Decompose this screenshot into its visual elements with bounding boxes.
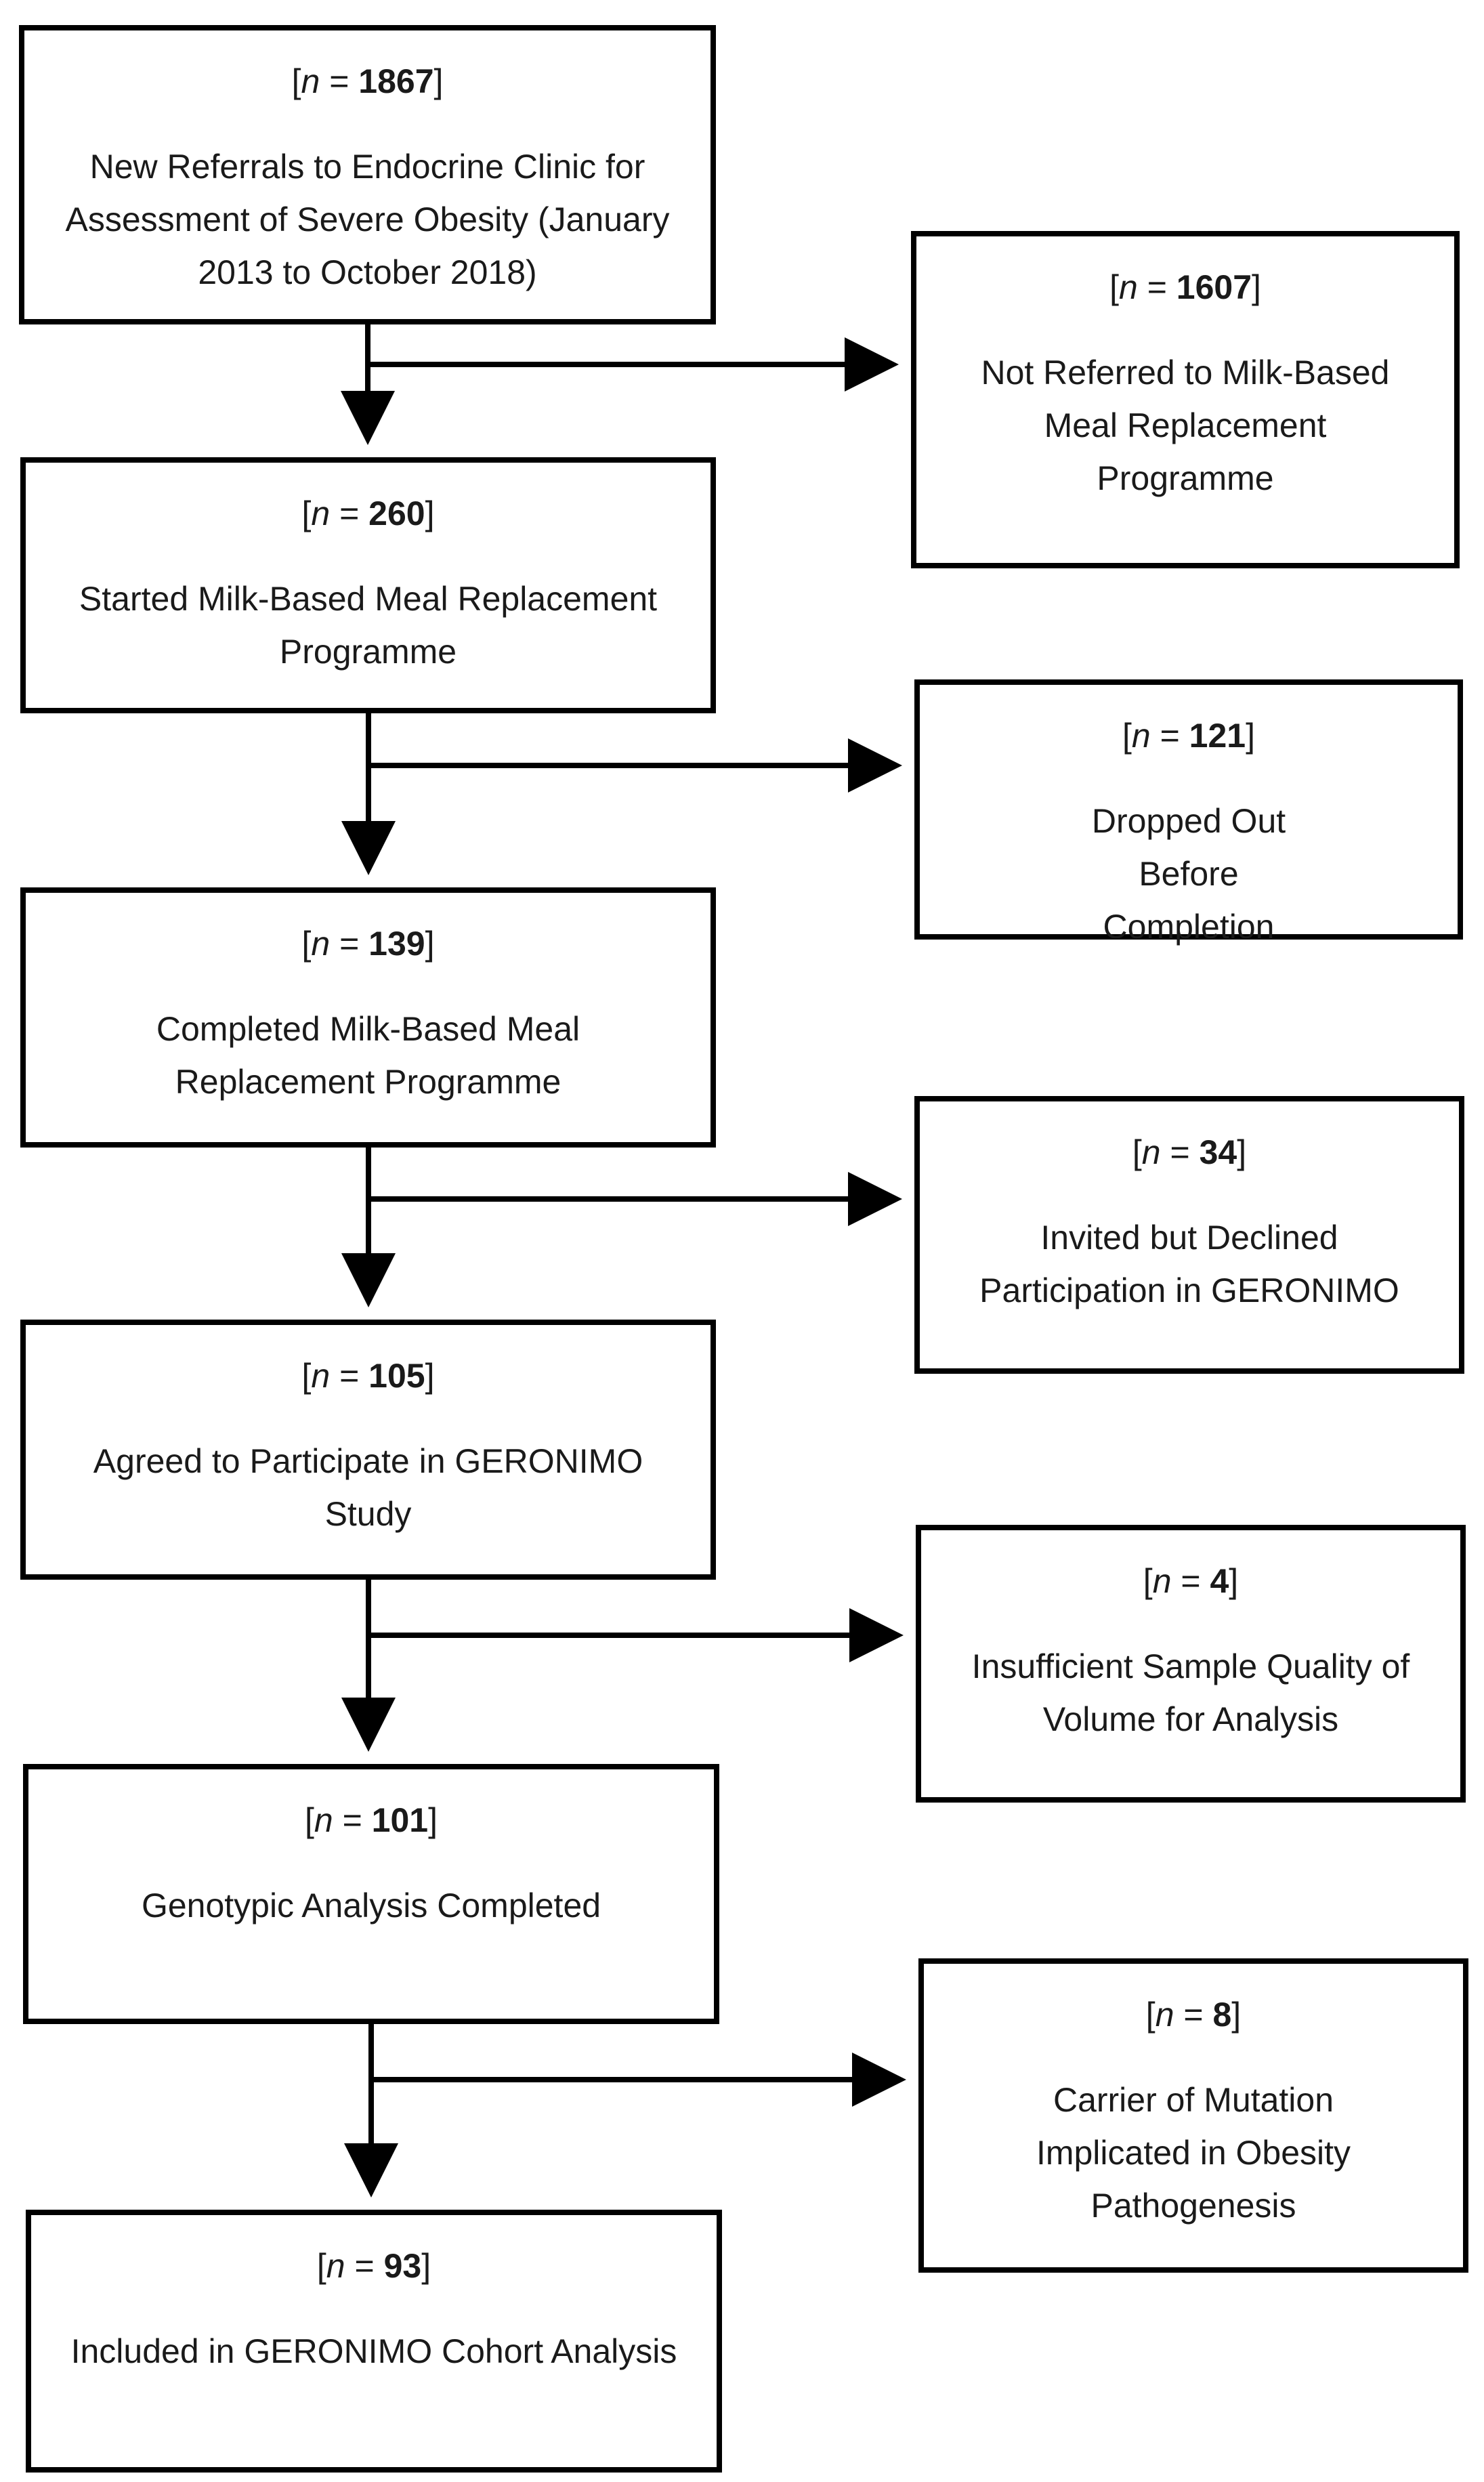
step-genotypic-box: [n = 101] Genotypic Analysis Completed: [23, 1764, 719, 2024]
exclusion-count: [n = 4]: [1143, 1562, 1239, 1600]
step-started-box: [n = 260] Started Milk-Based Meal Replac…: [20, 457, 716, 713]
step-completed-box: [n = 139] Completed Milk-Based Meal Repl…: [20, 887, 716, 1148]
step-included-box: [n = 93] Included in GERONIMO Cohort Ana…: [26, 2210, 722, 2473]
step-label: New Referrals to Endocrine Clinic for As…: [65, 148, 670, 291]
step-count: [n = 101]: [304, 1801, 438, 1839]
exclusion-label: Insufficient Sample Quality of Volume fo…: [971, 1647, 1410, 1738]
exclusion-label: Invited but Declined Participation in GE…: [979, 1219, 1399, 1309]
step-count: [n = 1867]: [291, 62, 444, 100]
exclusion-mutation-carrier-box: [n = 8] Carrier of Mutation Implicated i…: [918, 1958, 1468, 2273]
step-referrals-box: [n = 1867] New Referrals to Endocrine Cl…: [19, 25, 716, 324]
exclusion-insufficient-sample-box: [n = 4] Insufficient Sample Quality of V…: [916, 1525, 1466, 1803]
step-label: Started Milk-Based Meal Replacement Prog…: [79, 580, 658, 671]
step-label: Completed Milk-Based Meal Replacement Pr…: [156, 1010, 580, 1101]
step-agreed-box: [n = 105] Agreed to Participate in GERON…: [20, 1320, 716, 1580]
step-label: Included in GERONIMO Cohort Analysis: [70, 2332, 677, 2370]
step-count: [n = 105]: [301, 1357, 435, 1395]
exclusion-label: Not Referred to Milk-Based Meal Replacem…: [981, 354, 1390, 497]
exclusion-count: [n = 1607]: [1109, 268, 1261, 306]
exclusion-count: [n = 8]: [1145, 1996, 1242, 2034]
exclusion-count: [n = 34]: [1132, 1133, 1247, 1171]
exclusion-not-referred-box: [n = 1607] Not Referred to Milk-Based Me…: [911, 231, 1460, 568]
step-label: Agreed to Participate in GERONIMO Study: [93, 1442, 643, 1533]
step-count: [n = 93]: [316, 2247, 431, 2285]
exclusion-label: Carrier of Mutation Implicated in Obesit…: [1036, 2081, 1351, 2225]
exclusion-declined-box: [n = 34] Invited but Declined Participat…: [914, 1096, 1464, 1374]
exclusion-label: Dropped Out Before Completion: [1091, 802, 1286, 946]
exclusion-count: [n = 121]: [1122, 717, 1256, 755]
step-count: [n = 260]: [301, 495, 435, 532]
step-count: [n = 139]: [301, 925, 435, 963]
step-label: Genotypic Analysis Completed: [141, 1887, 601, 1924]
exclusion-dropped-out-box: [n = 121] Dropped Out Before Completion: [914, 679, 1463, 946]
